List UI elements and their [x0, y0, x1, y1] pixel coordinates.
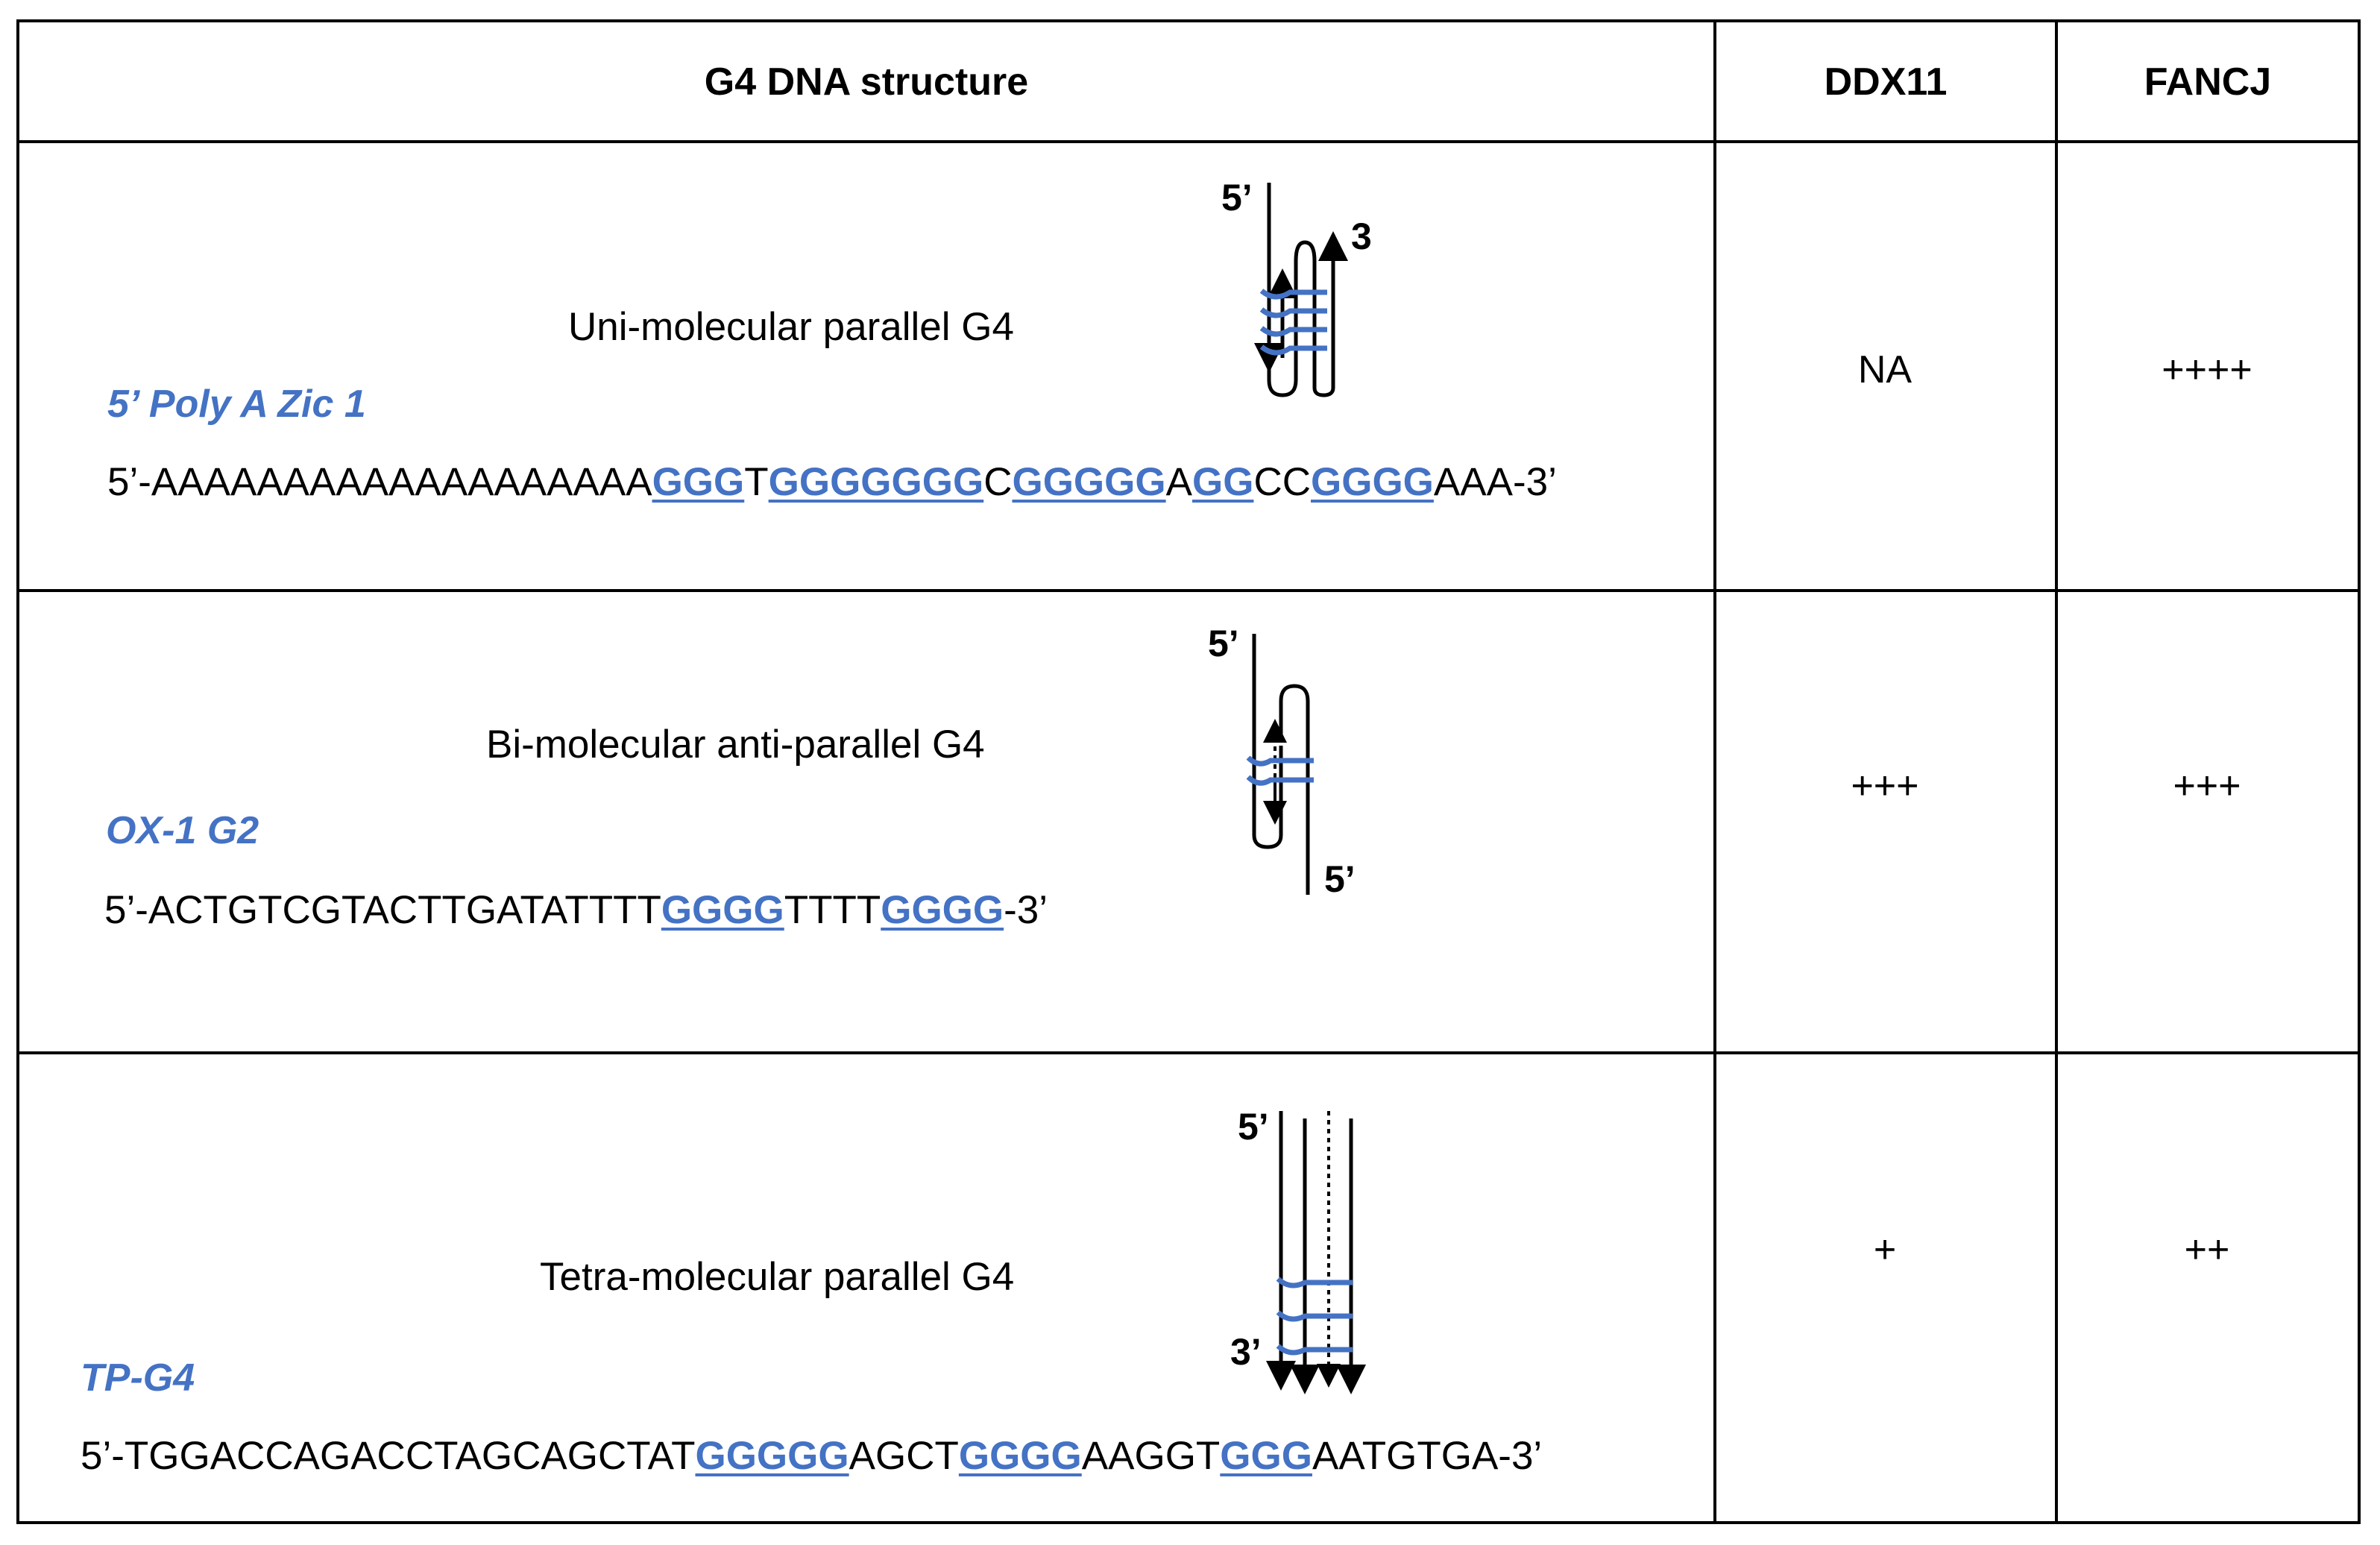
g-tract-segment: GGGG: [958, 1434, 1082, 1478]
row-divider-2: [16, 1051, 2361, 1054]
sequence-name: OX-1 G2: [106, 809, 259, 852]
sequence-segment: C: [983, 460, 1013, 504]
fancj-activity: ++++: [2162, 348, 2252, 391]
strand-end-label: 3’: [1230, 1331, 1262, 1373]
sequence-segment: 5’-TGGACCAGACCTAGCAGCTAT: [81, 1434, 696, 1478]
table-border-right: [2358, 19, 2361, 1524]
ddx11-activity: +++: [1851, 764, 1919, 808]
strand-end-label: 3’: [1351, 215, 1372, 257]
strand-end-label: 5’: [1238, 1106, 1269, 1148]
sequence-segment: 5’-AAAAAAAAAAAAAAAAAAA: [107, 460, 652, 504]
g-tract-segment: GGGGG: [1012, 460, 1166, 504]
g-tract-segment: GGGG: [881, 888, 1004, 932]
table-border-top: [16, 19, 2361, 22]
g-tract-segment: GGGG: [661, 888, 784, 932]
table-border-left: [16, 19, 19, 1524]
row-divider-1: [16, 589, 2361, 592]
sequence-name: TP-G4: [81, 1356, 195, 1400]
strand-end-label: 5’: [1324, 858, 1356, 900]
dna-sequence: 5’-TGGACCAGACCTAGCAGCTATGGGGGAGCTGGGGAAG…: [81, 1433, 1542, 1479]
header-ddx11: DDX11: [1824, 60, 1948, 104]
dna-sequence: 5’-AAAAAAAAAAAAAAAAAAAGGGTGGGGGGGCGGGGGA…: [107, 459, 1557, 505]
structure-title: Uni-molecular parallel G4: [568, 305, 1014, 349]
column-divider-ddx11: [1713, 19, 1716, 1524]
g-tract-segment: GGG: [652, 460, 745, 504]
structure-title: Bi-molecular anti-parallel G4: [486, 723, 985, 767]
sequence-segment: AAGGT: [1081, 1434, 1221, 1478]
header-fancj: FANCJ: [2144, 60, 2272, 104]
sequence-name: 5’ Poly A Zic 1: [107, 383, 366, 426]
strand-end-label: 5’: [1208, 623, 1239, 664]
fancj-activity: ++: [2184, 1228, 2230, 1271]
sequence-segment: AATGTGA-3’: [1312, 1434, 1543, 1478]
unimolecular-parallel-g4-diagram: 5’ 3’: [1221, 177, 1372, 397]
tetramolecular-parallel-g4-diagram: 5’ 3’: [1230, 1106, 1366, 1394]
g-tract-segment: GGGGG: [695, 1434, 849, 1478]
sequence-segment: 5’-ACTGTCGTACTTGATATTTT: [104, 888, 661, 932]
ddx11-activity: +: [1873, 1228, 1897, 1271]
sequence-segment: T: [744, 460, 769, 504]
sequence-segment: -3’: [1004, 888, 1048, 932]
fancj-activity: +++: [2173, 764, 2241, 808]
header-g4-structure: G4 DNA structure: [704, 60, 1029, 104]
table-border-bottom: [16, 1521, 2361, 1524]
g-tract-segment: GGGG: [1311, 460, 1434, 504]
sequence-segment: AAA-3’: [1433, 460, 1557, 504]
sequence-segment: AGCT: [849, 1434, 959, 1478]
column-divider-fancj: [2055, 19, 2058, 1524]
g-tract-segment: GG: [1191, 460, 1254, 504]
sequence-segment: A: [1165, 460, 1192, 504]
ddx11-activity: NA: [1857, 348, 1912, 391]
g-tract-segment: GGG: [1220, 1434, 1312, 1478]
header-divider: [16, 140, 2361, 143]
g-tract-segment: GGGGGGG: [768, 460, 984, 504]
sequence-segment: CC: [1253, 460, 1311, 504]
strand-end-label: 5’: [1221, 177, 1253, 218]
bimolecular-antiparallel-g4-diagram: 5’ 5’: [1208, 623, 1356, 900]
sequence-segment: TTTT: [784, 888, 881, 932]
structure-title: Tetra-molecular parallel G4: [540, 1255, 1015, 1299]
dna-sequence: 5’-ACTGTCGTACTTGATATTTTGGGGTTTTGGGG-3’: [104, 887, 1048, 933]
